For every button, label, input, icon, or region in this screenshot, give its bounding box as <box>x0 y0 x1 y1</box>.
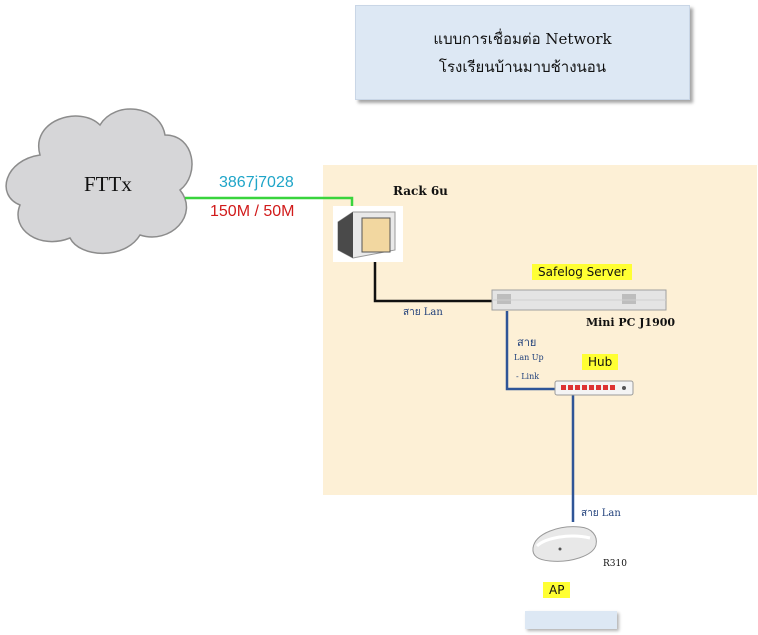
cable-label-server-hub-2: Lan Up <box>514 353 544 362</box>
title-line-2: โรงเรียนบ้านมาบช้างนอน <box>438 57 607 76</box>
title-box: แบบการเชื่อมต่อ Network โรงเรียนบ้านมาบช… <box>355 5 690 100</box>
cable-label-server-hub-3: - Link <box>516 372 540 381</box>
ap-model-label: R310 <box>603 559 627 569</box>
access-point-icon <box>532 526 597 562</box>
circuit-id: 3867j7028 <box>219 174 294 191</box>
rack-label: Rack 6u <box>393 184 448 198</box>
lan-line-rack-server <box>373 262 492 303</box>
cloud-label: FTTx <box>84 172 132 196</box>
hub-icon <box>554 380 634 396</box>
cloud-icon <box>5 108 193 255</box>
cable-label-rack-server: สาย Lan <box>403 307 443 318</box>
ap-label: AP <box>543 582 571 598</box>
circuit-speed: 150M / 50M <box>210 203 295 220</box>
cable-label-hub-ap: สาย Lan <box>581 508 621 519</box>
lan-line-server-hub <box>505 311 560 391</box>
cable-label-server-hub-1: สาย <box>517 336 537 349</box>
bottom-box <box>525 611 617 629</box>
rack-icon <box>333 206 403 262</box>
server-icon <box>491 289 667 311</box>
server-model-label: Mini PC J1900 <box>586 316 676 329</box>
server-label: Safelog Server <box>532 264 633 280</box>
hub-label: Hub <box>582 354 619 370</box>
title-line-1: แบบการเชื่อมต่อ Network <box>433 29 612 48</box>
